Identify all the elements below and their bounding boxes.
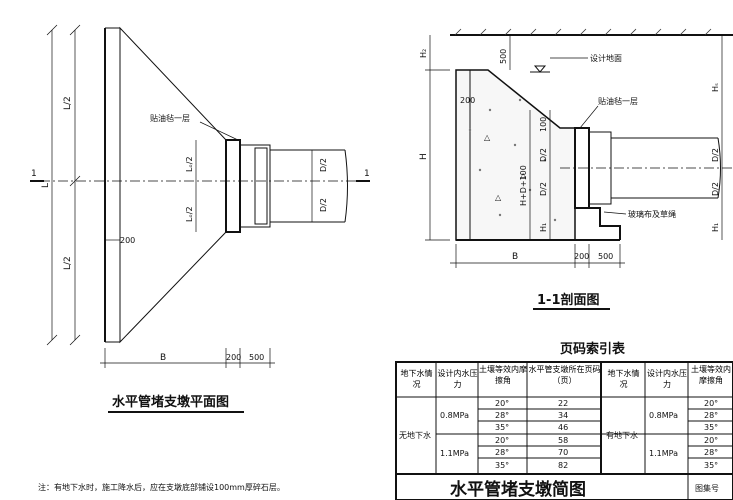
svg-text:△: △ bbox=[484, 133, 491, 142]
section-dim-500-bottom: 500 bbox=[598, 252, 613, 261]
atlas-label: 图集号 bbox=[695, 483, 719, 493]
section-dim-H: H bbox=[419, 153, 429, 160]
footnote: 注：有地下水时，施工降水后，应在支墩底部铺设100mm厚碎石层。 bbox=[38, 482, 285, 492]
svg-text:△: △ bbox=[495, 193, 502, 202]
section-dim-D-half-right-2: D/2 bbox=[711, 182, 720, 196]
cell-angle-right-1-1: 28° bbox=[704, 448, 718, 457]
section-dim-Hs: Hₛ bbox=[711, 83, 720, 92]
plan-dim-500-bottom: 500 bbox=[249, 353, 264, 362]
header-water-case-right: 地下水情 况 bbox=[607, 369, 646, 389]
plan-dim-B: B bbox=[160, 353, 166, 363]
cell-angle-right-0-1: 28° bbox=[704, 411, 718, 420]
plan-dim-Lw-top: Lₒ/2 bbox=[185, 156, 194, 172]
cell-angle-right-1-2: 35° bbox=[704, 461, 718, 470]
section-dim-H1-mid: H₁ bbox=[539, 223, 548, 232]
section-dim-200-corner: 200 bbox=[460, 96, 475, 105]
section-dim-H2: H₂ bbox=[419, 49, 428, 58]
section-dim-100: 100 bbox=[539, 117, 548, 132]
section-dim-D-half-2: D/2 bbox=[539, 182, 548, 196]
section-note-glass: 玻璃布及草绳 bbox=[628, 209, 676, 219]
plan-dim-L: L bbox=[41, 183, 51, 188]
cell-angle-left-1-0: 20° bbox=[495, 436, 509, 445]
cell-page-left-1-0: 58 bbox=[558, 436, 568, 445]
section-dim-D-half-right-1: D/2 bbox=[711, 148, 720, 162]
cell-pressure-right-1: 1.1MPa bbox=[649, 449, 678, 458]
cell-water-case-left: 无地下水 bbox=[399, 430, 431, 440]
section-view: 设计地面 △ △ △ 贴油毡一层 玻璃布及草绳 200 H₂ H bbox=[419, 28, 733, 310]
header-page-left: 水平管支墩所在页码（页） bbox=[528, 365, 601, 385]
cell-angle-left-1-2: 35° bbox=[495, 461, 509, 470]
cell-angle-left-0-1: 28° bbox=[495, 411, 509, 420]
cell-angle-right-1-0: 20° bbox=[704, 436, 718, 445]
plan-note-felt: 贴油毡一层 bbox=[150, 113, 190, 123]
cell-angle-left-0-0: 20° bbox=[495, 399, 509, 408]
header-water-case-left: 地下水情 况 bbox=[400, 369, 437, 389]
header-pressure-left: 设计内水压力 bbox=[437, 369, 478, 389]
header-pressure-right: 设计内水压力 bbox=[647, 369, 687, 389]
plan-dim-L-half-bottom: L/2 bbox=[63, 256, 73, 270]
section-note-ground: 设计地面 bbox=[590, 53, 622, 63]
index-table-title: 页码索引表 bbox=[560, 341, 626, 357]
plan-cap bbox=[225, 139, 241, 233]
section-dim-H-D-100: H+D+100 bbox=[519, 165, 528, 206]
section-dim-D-half-1: D/2 bbox=[539, 148, 548, 162]
cell-angle-left-0-2: 35° bbox=[495, 423, 509, 432]
cell-water-case-right: 有地下水 bbox=[606, 430, 638, 440]
cell-pressure-left-0: 0.8MPa bbox=[440, 411, 469, 420]
plan-view: L L/2 L/2 1 1 贴油毡一层 Lₒ/2 Lₒ/2 D/2 D/2 bbox=[30, 24, 370, 413]
plan-block-outline bbox=[119, 26, 227, 344]
drawing-title: 水平管堵支墩简图 bbox=[450, 479, 586, 500]
cell-angle-left-1-1: 28° bbox=[495, 448, 509, 457]
cell-page-left-0-1: 34 bbox=[558, 411, 568, 420]
cell-page-left-1-1: 70 bbox=[558, 448, 568, 457]
cell-pressure-left-1: 1.1MPa bbox=[440, 449, 469, 458]
plan-dim-D-top: D/2 bbox=[319, 158, 328, 172]
plan-dim-200-bottom: 200 bbox=[226, 353, 241, 362]
section-dim-B: B bbox=[512, 252, 518, 262]
plan-dim-200-side: 200 bbox=[120, 236, 135, 245]
plan-title: 水平管堵支墩平面图 bbox=[112, 394, 229, 410]
header-friction-left: 土壤等效内摩擦角 bbox=[479, 365, 527, 385]
plan-dim-L-half-top: L/2 bbox=[63, 96, 73, 110]
plan-dim-Lw-bottom: Lₒ/2 bbox=[185, 206, 194, 222]
cell-pressure-right-0: 0.8MPa bbox=[649, 411, 678, 420]
cell-angle-right-0-2: 35° bbox=[704, 423, 718, 432]
header-friction-right: 土壤等效内摩擦角 bbox=[691, 365, 731, 385]
cell-angle-right-0-0: 20° bbox=[704, 399, 718, 408]
section-dim-500-top: 500 bbox=[499, 49, 508, 64]
cell-page-left-0-2: 46 bbox=[558, 423, 568, 432]
svg-text:△: △ bbox=[520, 171, 527, 180]
section-title: 1-1剖面图 bbox=[537, 292, 600, 308]
cell-page-left-1-2: 82 bbox=[558, 461, 568, 470]
index-table: 页码索引表 地下水情 况 设计内水压力 土壤等效内摩擦角 水平管支墩所在页码（页… bbox=[395, 341, 733, 500]
section-dim-H1-right: H₁ bbox=[711, 223, 720, 232]
section-dim-200-bottom: 200 bbox=[574, 252, 589, 261]
cell-page-left-0-0: 22 bbox=[558, 399, 568, 408]
section-note-felt: 贴油毡一层 bbox=[598, 96, 638, 106]
plan-section-mark-right: 1 bbox=[364, 169, 370, 179]
plan-section-mark-left: 1 bbox=[31, 169, 37, 179]
plan-dim-D-bottom: D/2 bbox=[319, 198, 328, 212]
